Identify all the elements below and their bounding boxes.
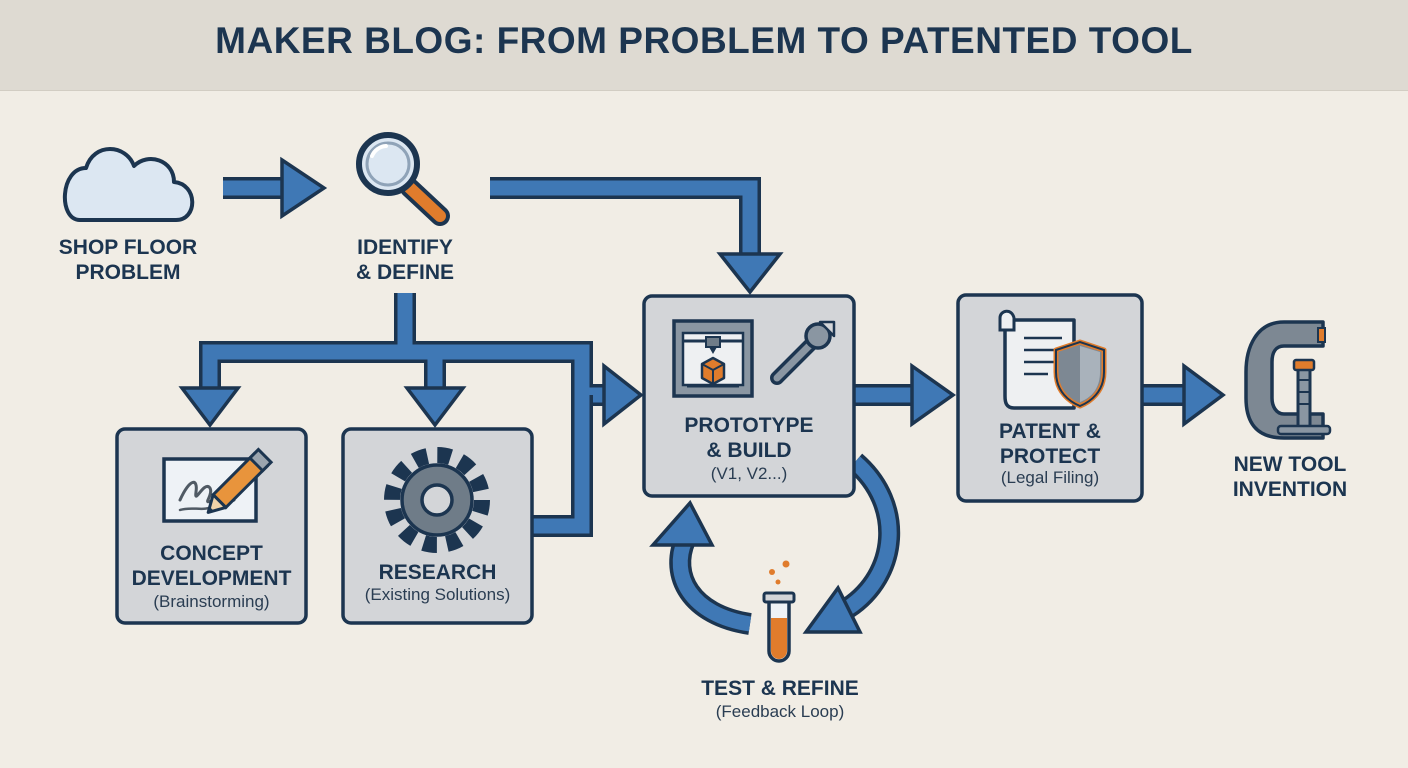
shop-floor-line1: SHOP FLOOR [58, 236, 198, 259]
patent-sublabel: (Legal Filing) [1000, 468, 1100, 487]
cloud-icon [62, 147, 195, 222]
magnifier-icon [356, 132, 450, 226]
arrow-patent-to-new-tool [1142, 362, 1226, 428]
identify-line1: IDENTIFY [357, 236, 453, 259]
prototype-sublabel: (V1, V2...) [710, 464, 788, 483]
arrow-problem-to-identify [223, 156, 328, 220]
concept-line1: CONCEPT [160, 542, 263, 565]
identify-line2: & DEFINE [355, 261, 454, 284]
patent-line2: PROTECT [999, 445, 1101, 468]
shield-icon [1053, 339, 1107, 409]
patent-line1: PATENT & [999, 420, 1101, 443]
gear-icon [384, 447, 490, 553]
wrench-icon [770, 320, 836, 385]
new-tool-label: NEW TOOL INVENTION [1200, 452, 1380, 502]
3d-printer-icon [672, 319, 754, 398]
title-banner: MAKER BLOG: FROM PROBLEM TO PATENTED TOO… [0, 0, 1408, 91]
shop-floor-line2: PROBLEM [75, 261, 181, 284]
feedback-loop-arrows [649, 453, 901, 635]
prototype-label: PROTOTYPE & BUILD [644, 413, 854, 463]
research-label: RESEARCH [378, 561, 497, 584]
arrow-identify-branch [178, 293, 644, 428]
prototype-line1: PROTOTYPE [684, 414, 814, 437]
test-tube-icon [762, 560, 796, 663]
arrow-prototype-to-patent [855, 362, 957, 428]
new-tool-line1: NEW TOOL [1233, 453, 1347, 476]
arrow-research-to-prototype [533, 395, 593, 537]
prototype-line2: & BUILD [706, 439, 792, 462]
shop-floor-label: SHOP FLOOR PROBLEM [38, 235, 218, 285]
concept-sublabel: (Brainstorming) [153, 592, 270, 611]
patent-label: PATENT & PROTECT [958, 419, 1142, 469]
test-label: TEST & REFINE [701, 677, 859, 700]
test-sublabel: (Feedback Loop) [715, 702, 845, 721]
research-sublabel: (Existing Solutions) [364, 585, 511, 604]
page-title: MAKER BLOG: FROM PROBLEM TO PATENTED TOO… [215, 20, 1193, 61]
identify-label: IDENTIFY & DEFINE [320, 235, 490, 285]
c-clamp-icon [1244, 320, 1332, 440]
concept-label: CONCEPT DEVELOPMENT [117, 541, 306, 591]
new-tool-line2: INVENTION [1232, 478, 1348, 501]
arrow-identify-to-prototype [490, 177, 784, 295]
concept-line2: DEVELOPMENT [131, 567, 292, 590]
pencil-sketch-icon [162, 447, 274, 523]
